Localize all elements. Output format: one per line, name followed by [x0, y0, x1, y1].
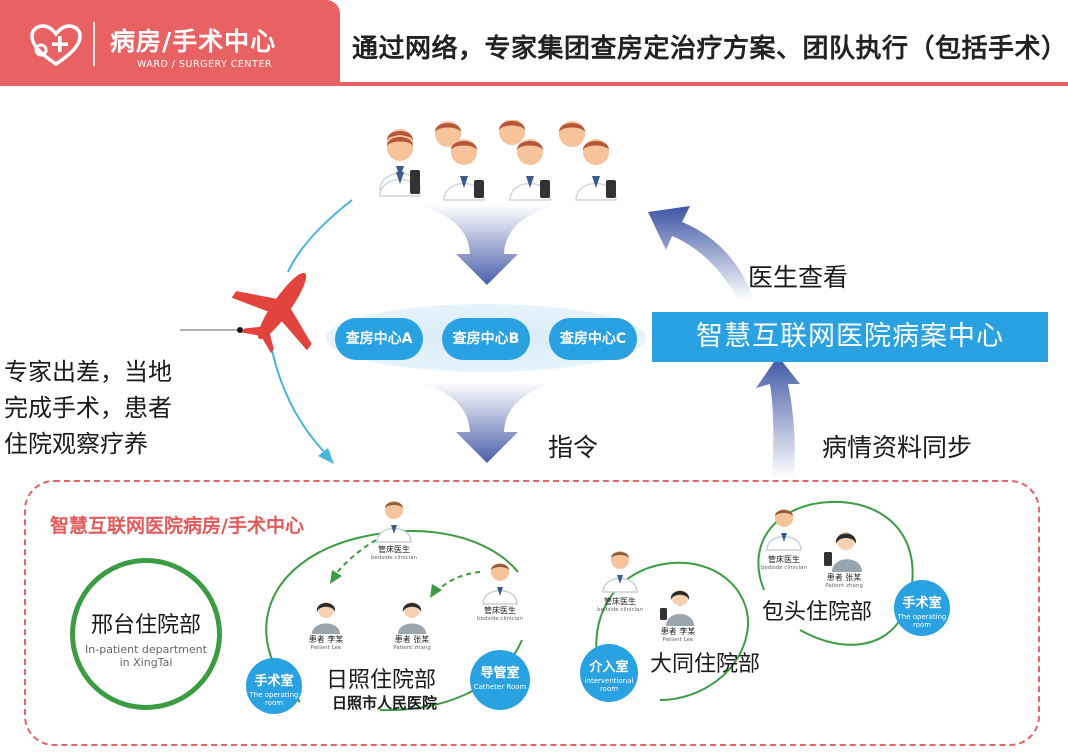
rizhao-hospital: 日照市人民医院: [332, 694, 438, 712]
patient-label: 患者 张某 Patient zhang: [384, 634, 440, 651]
datong-name: 大同住院部: [650, 652, 761, 677]
case-center-banner: 智慧互联网医院病案中心: [652, 312, 1048, 362]
down-funnel-top: [418, 205, 556, 285]
patient-en: Patient zhang: [393, 645, 431, 651]
doctor-icon: [379, 134, 421, 197]
ward-center-title: 智慧互联网医院病房/手术中心: [50, 515, 304, 537]
description-line: 专家出差，当地: [4, 358, 172, 386]
doctor-avatar-icon: [766, 509, 802, 551]
trip-arc-lower: [271, 349, 331, 459]
staff-en: bedside clinician: [477, 616, 523, 622]
pointer-dot: [237, 327, 243, 333]
xingtai-department: 邢台住院部 In-patient department in XingTai: [70, 558, 222, 710]
doctor-avatar-icon: [376, 501, 412, 543]
room-name: 手术室: [902, 596, 942, 611]
expert-trip-description: 专家出差，当地 完成手术，患者 住院观察疗养: [4, 354, 172, 462]
rizhao-ring: [265, 530, 519, 703]
heart-plus-icon: [30, 24, 82, 67]
xingtai-en-line1: In-patient department: [85, 643, 207, 656]
down-funnel-mid: [418, 382, 556, 463]
header-title: 病房/手术中心: [110, 27, 277, 56]
airplane-icon: [231, 272, 312, 354]
patient-label: 患者 李某 Patient Lee: [298, 634, 354, 651]
rounds-center-c: 查房中心C: [549, 318, 637, 360]
patient-name: 患者 李某: [308, 635, 344, 644]
bedside-doctor-label: 管床医生 bedside clinician: [754, 554, 814, 571]
dashed-arrowhead-1: [330, 570, 342, 584]
patient-avatar-icon: [660, 590, 694, 626]
baotou-ring: [757, 500, 914, 591]
instruction-label: 指令: [548, 433, 599, 462]
rizhao-name: 日照住院部: [326, 668, 437, 693]
staff-en: bedside clinician: [371, 555, 417, 561]
expert-group-icon: [379, 120, 617, 201]
patient-avatar-icon: [824, 532, 862, 572]
room-name: 介入室: [589, 660, 629, 675]
catheter-room-badge: 导管室 Catheter Room: [470, 650, 530, 710]
room-en: interventional room: [584, 677, 634, 693]
baotou-ring-bottom: [799, 619, 901, 646]
rounds-center-a: 查房中心A: [335, 318, 423, 360]
patient-avatar-icon: [312, 602, 340, 634]
xingtai-name: 邢台住院部: [90, 613, 201, 638]
bedside-doctor-label: 管床医生 bedside clinician: [470, 605, 530, 622]
bedside-doctor-label: 管床医生 bedside clinician: [590, 596, 650, 613]
patient-en: Patient Lee: [662, 637, 694, 643]
header-subtitle: WARD / SURGERY CENTER: [137, 59, 272, 70]
dashed-arrowhead-2: [430, 584, 442, 598]
trip-arc-upper: [287, 199, 353, 273]
room-name: 手术室: [254, 674, 294, 689]
xingtai-en-line2: in XingTai: [119, 656, 173, 669]
staff-en: bedside clinician: [597, 607, 643, 613]
patient-label: 患者 张某 Patient zhang: [816, 572, 872, 589]
sync-label: 病情资料同步: [822, 433, 973, 462]
patient-avatar-icon: [398, 602, 426, 634]
description-line: 完成手术，患者: [4, 394, 172, 422]
baotou-operating-room-badge: 手术室 The operating room: [894, 580, 950, 636]
patient-name: 患者 张某: [826, 573, 862, 582]
trip-arc-arrowhead: [318, 448, 334, 464]
doctor-avatar-icon: [482, 563, 518, 605]
doctor-avatar-icon: [602, 551, 638, 593]
room-en: The operating room: [249, 691, 299, 707]
bedside-doctor-label: 管床医生 bedside clinician: [364, 544, 424, 561]
staff-en: bedside clinician: [761, 565, 807, 571]
staff-name: 管床医生: [378, 545, 410, 554]
patient-en: Patient zhang: [825, 583, 863, 589]
header-rule: [0, 82, 1068, 86]
ward-center-box: [24, 480, 1040, 746]
staff-name: 管床医生: [768, 555, 800, 564]
page-headline: 通过网络，专家集团查房定治疗方案、团队执行（包括手术）: [352, 34, 1068, 64]
interventional-room-badge: 介入室 interventional room: [580, 644, 638, 702]
room-name: 导管室: [480, 666, 520, 681]
staff-name: 管床医生: [604, 597, 636, 606]
doctor-view-label: 医生查看: [748, 263, 849, 292]
staff-name: 管床医生: [484, 606, 516, 615]
header-separator: [93, 22, 95, 66]
baotou-name: 包头住院部: [762, 600, 873, 625]
room-en: The operating room: [897, 613, 947, 629]
description-line: 住院观察疗养: [4, 430, 148, 458]
up-arrow-sync: [756, 356, 800, 478]
room-en: Catheter Room: [473, 683, 527, 691]
patient-name: 患者 李某: [660, 627, 696, 636]
patient-en: Patient Lee: [310, 645, 342, 651]
operating-room-badge: 手术室 The operating room: [246, 658, 302, 714]
datong-ring: [595, 561, 750, 701]
patient-name: 患者 张某: [394, 635, 430, 644]
dashed-arrow-1: [333, 539, 377, 577]
patient-label: 患者 李某 Patient Lee: [650, 626, 706, 643]
rounds-center-b: 查房中心B: [442, 318, 530, 360]
up-arrow-doctor-view: [648, 206, 752, 300]
